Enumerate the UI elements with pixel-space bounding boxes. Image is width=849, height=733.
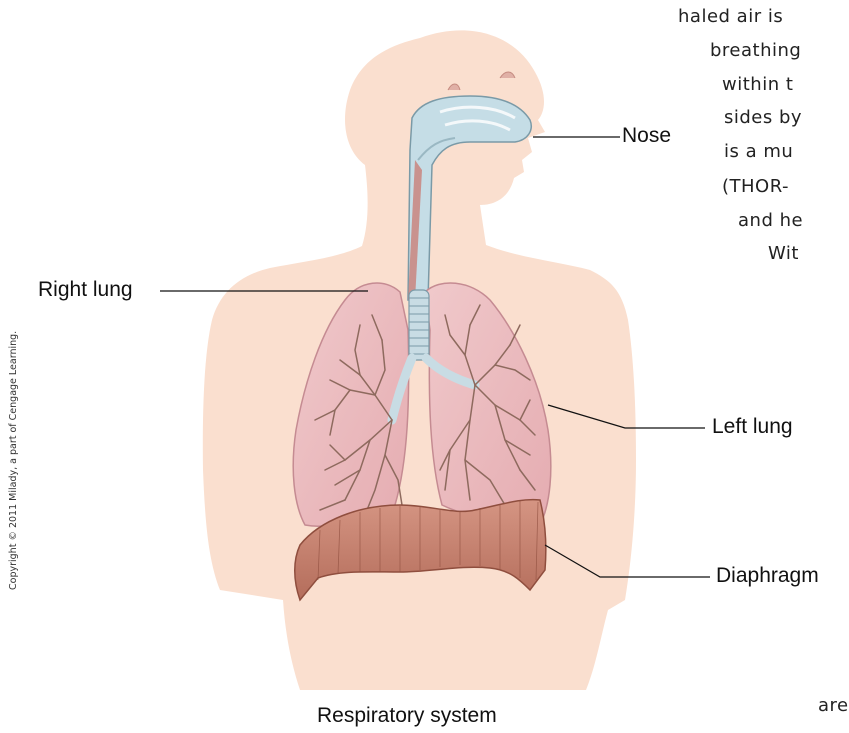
background-text-line: is a mu <box>724 141 793 162</box>
background-text-line: sides by <box>724 107 802 128</box>
trachea-icon <box>409 290 429 360</box>
background-text-line: haled air is <box>678 6 783 27</box>
copyright-notice: Copyright © 2011 Milady, a part of Cenga… <box>8 331 19 590</box>
background-text-line: are <box>818 695 849 716</box>
background-text-line: breathing <box>710 40 801 61</box>
background-text-line: Wit <box>768 243 799 264</box>
figure-caption: Respiratory system <box>317 704 497 728</box>
left-lung-label: Left lung <box>712 415 793 439</box>
right-lung-label: Right lung <box>38 278 133 302</box>
nose-label: Nose <box>622 124 671 148</box>
background-text-line: within t <box>722 74 793 95</box>
background-text-line: (THOR- <box>722 176 789 197</box>
diaphragm-label: Diaphragm <box>716 564 819 588</box>
background-text-line: and he <box>738 210 803 231</box>
